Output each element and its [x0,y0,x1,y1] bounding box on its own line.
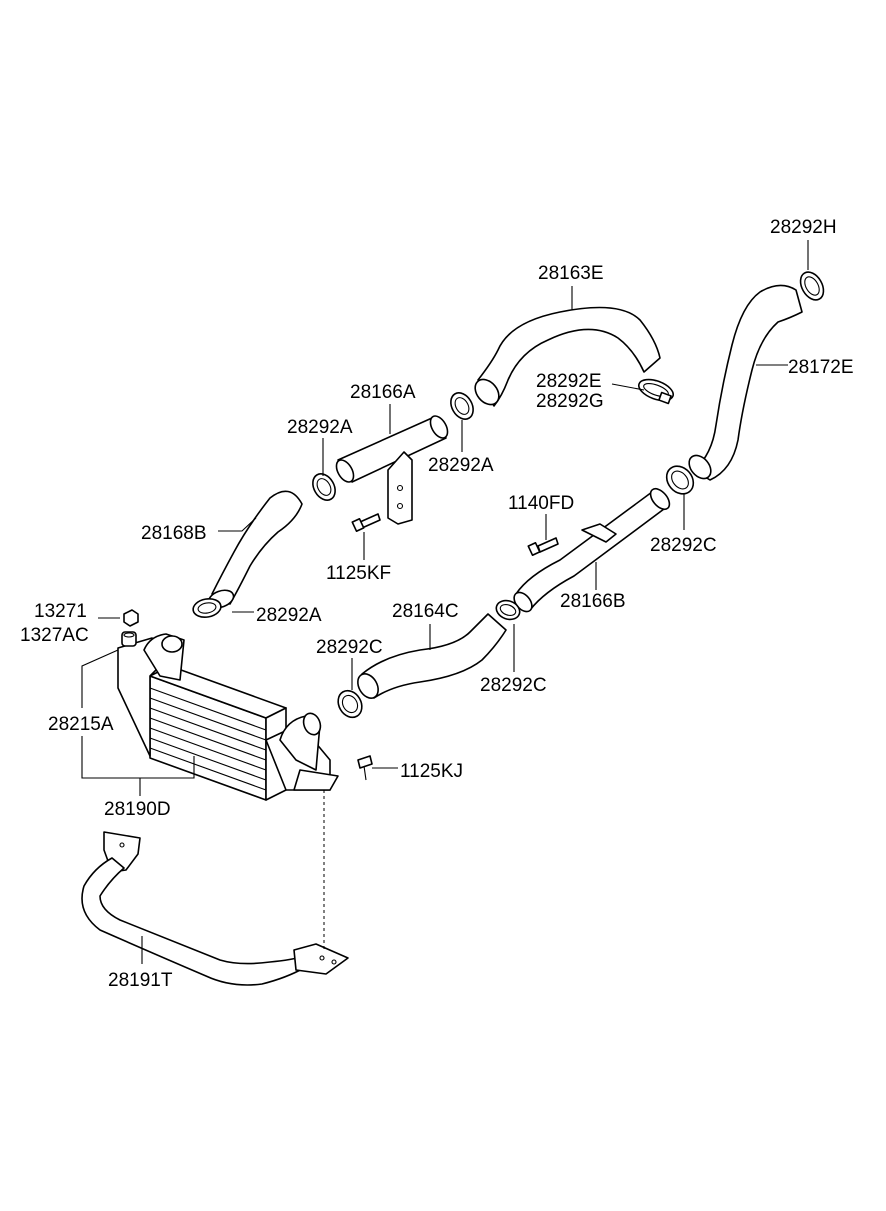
bolt-1140FD[interactable] [527,537,559,557]
hose-28168B[interactable] [206,490,303,611]
callout-labels: 28292H 28163E 28172E 28292E 28292G 28166… [20,217,854,991]
label-28292C-right: 28292C [650,535,717,556]
hose-28163E[interactable] [470,306,661,410]
label-1125KF: 1125KF [326,563,391,584]
label-28292C-mid: 28292C [316,637,383,658]
bolt-1125KJ[interactable] [357,755,373,781]
label-13271: 13271 [34,601,87,622]
label-28292A-low: 28292A [256,605,322,626]
label-28215A: 28215A [48,714,114,735]
bolt-1125KF[interactable] [351,513,381,533]
label-28163E: 28163E [538,263,604,284]
bracket-28191T[interactable] [81,831,349,986]
clamp-28292A-upper-right[interactable] [446,389,477,423]
clamp-28292E-28292G[interactable] [636,375,676,405]
clamp-28292H[interactable] [796,268,828,304]
label-28292A-top: 28292A [287,417,353,438]
label-1125KJ: 1125KJ [400,761,463,782]
intercooler-28190D[interactable] [117,633,339,801]
label-28190D: 28190D [104,799,171,820]
label-28292H: 28292H [770,217,837,238]
label-28292G: 28292G [536,391,604,412]
clamp-28292C-low[interactable] [333,686,366,721]
label-1140FD: 1140FD [508,493,574,514]
label-28191T: 28191T [108,970,173,991]
label-28292A-mid: 28292A [428,455,494,476]
label-28166A: 28166A [350,382,416,403]
clamp-28292C-mid[interactable] [494,597,523,622]
label-28292E: 28292E [536,371,602,392]
label-28164C: 28164C [392,601,459,622]
hose-28164C[interactable] [354,613,507,702]
label-28166B: 28166B [560,591,626,612]
label-28172E: 28172E [788,357,854,378]
label-1327AC: 1327AC [20,625,89,646]
clamp-28292C-right[interactable] [661,461,699,499]
label-28168B: 28168B [141,523,207,544]
pipe-28166A[interactable] [333,413,451,525]
leader-lines [81,240,809,964]
nut-13271[interactable] [123,609,139,627]
hose-28172E[interactable] [685,284,803,482]
clamp-28292A-upper-left[interactable] [308,470,339,504]
pipe-28166B[interactable] [511,485,674,615]
clamp-28292A-lower[interactable] [192,597,223,620]
grommet-1327AC[interactable] [121,631,137,647]
label-28292C-low: 28292C [480,675,547,696]
